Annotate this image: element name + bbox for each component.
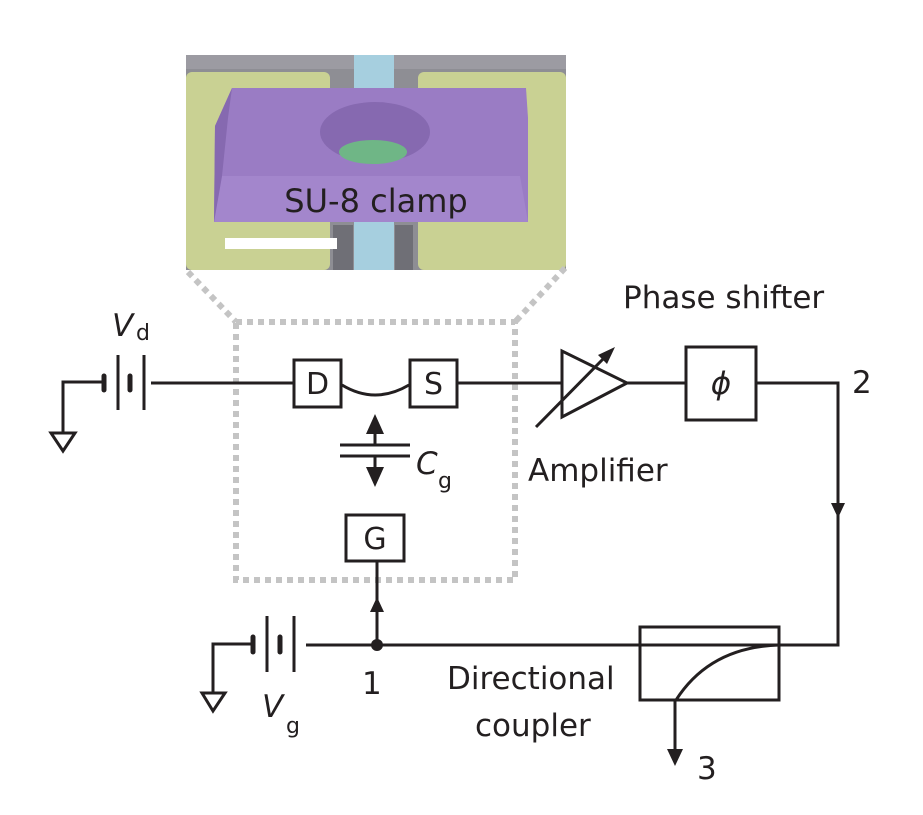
drain-voltage-subscript: d — [136, 321, 150, 346]
output-chain: Amplifier ϕ Phase shifter 2 — [458, 280, 872, 647]
hole-floor — [339, 140, 407, 164]
drain-ground-wire — [61, 380, 102, 432]
channel-shadow-left — [333, 225, 353, 270]
port2-arrow-down-icon — [831, 503, 845, 518]
zoom-guide-left — [185, 269, 239, 325]
gate-ground-wire — [211, 642, 251, 692]
device: D S C g G — [292, 358, 459, 563]
coupler-label-line1: Directional — [447, 661, 615, 697]
su8-clamp-front-face — [214, 176, 528, 222]
amplifier-label: Amplifier — [528, 453, 668, 489]
amplifier-icon — [560, 348, 631, 420]
drain-label: D — [306, 367, 329, 402]
port2-wire — [757, 381, 840, 647]
port3-arrow-down-icon — [667, 749, 683, 766]
gate-ground-icon — [199, 691, 228, 714]
directional-coupler-box — [638, 625, 781, 702]
gate-label: G — [363, 522, 386, 557]
clamp-caption: SU-8 clamp — [284, 182, 467, 220]
capacitance-subscript: g — [438, 469, 452, 494]
port3-label: 3 — [697, 751, 717, 787]
coupler-coupled-arc — [674, 643, 780, 701]
capacitance-label: C — [416, 446, 438, 482]
channel-shadow-right — [395, 225, 413, 270]
gate-feed-arrow-up-icon — [370, 597, 384, 612]
capacitor-arrow-down-icon — [366, 467, 384, 487]
coupler-label-line2: coupler — [475, 708, 591, 744]
port1-label: 1 — [362, 666, 382, 702]
drain-voltage-label: V — [112, 308, 136, 344]
phase-shifter-box — [684, 345, 758, 422]
zoom-guide-right — [512, 265, 568, 325]
phase-shifter-label: Phase shifter — [623, 280, 824, 316]
capacitor-arrow-up-icon — [366, 414, 384, 434]
source-box — [408, 358, 459, 409]
amplifier-arrowhead-icon — [598, 347, 615, 364]
su8-clamp-left-wall — [214, 88, 232, 222]
gate-box — [344, 513, 406, 563]
sem-inset-image: SU-8 clamp — [186, 55, 566, 270]
gate-chain: V g 1 3 Directional coupler — [199, 562, 781, 787]
drain-voltage-source: V d — [48, 308, 293, 454]
phase-symbol: ϕ — [711, 366, 731, 402]
amplifier-variable-arrow — [534, 354, 608, 429]
nanotube-resonator — [341, 383, 410, 397]
source-label: S — [424, 367, 443, 402]
node-1-junction — [371, 639, 383, 651]
scale-bar — [225, 238, 337, 249]
port2-label: 2 — [852, 365, 872, 401]
drain-box — [292, 358, 343, 409]
gate-voltage-subscript: g — [286, 714, 300, 739]
gate-voltage-label: V — [262, 689, 286, 725]
drain-ground-icon — [48, 431, 78, 454]
